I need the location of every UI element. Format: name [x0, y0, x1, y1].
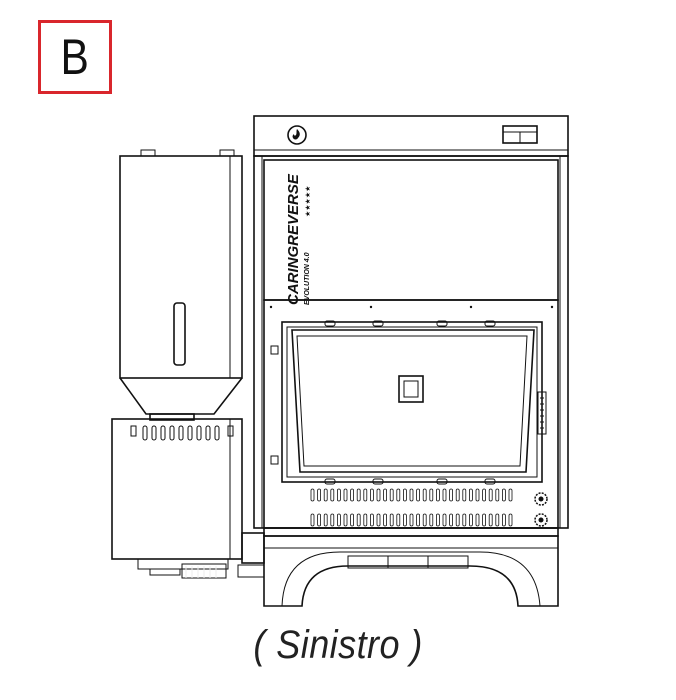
vent-slot [449, 513, 454, 527]
vent-slot [435, 513, 440, 527]
vent-slot [330, 488, 335, 502]
brand-logo: CARINGREVERSE EVOLUTION 4.0 ★★★★★ [285, 173, 312, 305]
vent-slot [429, 488, 434, 502]
vent-slot [409, 513, 414, 527]
vent-slot [323, 513, 328, 527]
front-vent-grille [310, 488, 513, 527]
vent-slot [363, 488, 368, 502]
vent-slot [389, 513, 394, 527]
brand-subtext: EVOLUTION 4.0 [304, 252, 311, 305]
vent-slot [409, 488, 414, 502]
vent-slot [495, 488, 500, 502]
vent-slot [422, 488, 427, 502]
vent-slot [495, 513, 500, 527]
vent-slot [376, 513, 381, 527]
brand-stars: ★★★★★ [304, 186, 312, 217]
feeder-vent-slots [130, 425, 234, 441]
vent-slot [488, 513, 493, 527]
vent-slot [356, 488, 361, 502]
vent-slot [383, 488, 388, 502]
vent-slot [482, 488, 487, 502]
stove-body: CARINGREVERSE EVOLUTION 4.0 ★★★★★ [253, 115, 569, 607]
vent-slot [336, 488, 341, 502]
vent-slot [501, 513, 506, 527]
vent-slot [323, 488, 328, 502]
vent-slot [310, 513, 315, 527]
vent-slot [508, 488, 513, 502]
feed-pipe [241, 532, 265, 564]
vent-slot [350, 513, 355, 527]
vent-slot [482, 513, 487, 527]
vent-slot [376, 488, 381, 502]
feeder-motor [137, 558, 229, 579]
vent-slot [356, 513, 361, 527]
vent-slot [369, 513, 374, 527]
adjustment-knobs [534, 492, 548, 527]
vent-slot [442, 513, 447, 527]
view-label-badge: B [38, 20, 112, 94]
vent-slot [468, 513, 473, 527]
vent-slot [462, 513, 467, 527]
flame-icon [287, 125, 307, 145]
vent-slot [310, 488, 315, 502]
vent-slot [330, 513, 335, 527]
vent-slot [455, 513, 460, 527]
vent-slot [402, 513, 407, 527]
vent-slot [350, 488, 355, 502]
vent-slot [363, 513, 368, 527]
brand-text: CARINGREVERSE [285, 173, 302, 305]
stove-base [263, 527, 559, 607]
pellet-hopper [119, 149, 243, 421]
vent-slot [317, 488, 322, 502]
view-label-letter: B [60, 29, 90, 85]
vent-slot [508, 513, 513, 527]
vent-slot [396, 513, 401, 527]
hopper-level-window [173, 302, 186, 366]
vent-slot [336, 513, 341, 527]
vent-slot [449, 488, 454, 502]
fire-door [270, 320, 547, 485]
vent-slot [416, 513, 421, 527]
vent-slot [475, 488, 480, 502]
vent-slot [343, 488, 348, 502]
feeder-box [111, 418, 243, 579]
door-handle [398, 375, 424, 403]
vent-slot [442, 488, 447, 502]
vent-slot [422, 513, 427, 527]
vent-slot [369, 488, 374, 502]
vent-slot [475, 513, 480, 527]
vent-slot [435, 488, 440, 502]
vent-slot [429, 513, 434, 527]
vent-slot [488, 488, 493, 502]
vent-slot [402, 488, 407, 502]
vent-slot [501, 488, 506, 502]
vent-slot [396, 488, 401, 502]
view-caption: ( Sinistro ) [253, 623, 423, 667]
vent-slot [462, 488, 467, 502]
vent-slot [455, 488, 460, 502]
vent-slot [343, 513, 348, 527]
vent-slot [468, 488, 473, 502]
vent-slot [317, 513, 322, 527]
vent-slot [416, 488, 421, 502]
vent-slot [389, 488, 394, 502]
vent-slot [383, 513, 388, 527]
